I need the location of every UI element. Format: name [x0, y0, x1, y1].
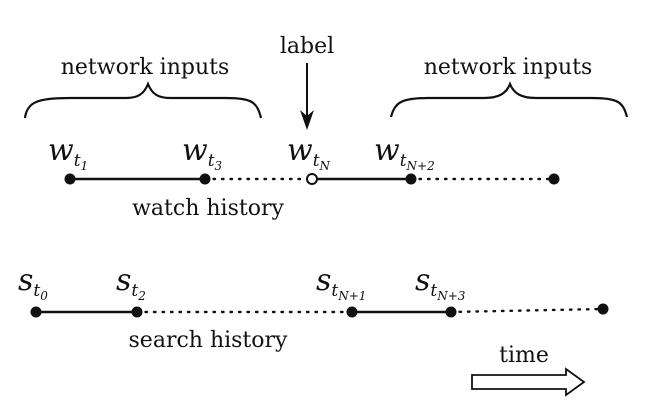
watch-label-2: wt3 — [182, 133, 223, 173]
watch-node-end — [548, 173, 560, 185]
search-dotted-2 — [449, 307, 605, 314]
search-label-3: stN+1 — [316, 263, 366, 303]
watch-label-4: wtN+2 — [374, 133, 435, 173]
watch-node-4 — [405, 173, 417, 185]
search-node-end — [597, 303, 609, 315]
search-node-3 — [346, 306, 358, 318]
search-label-1: st0 — [18, 263, 48, 303]
right-brace — [389, 81, 629, 118]
search-node-4 — [445, 306, 457, 318]
left-brace — [23, 81, 263, 119]
label-arrow-head — [300, 110, 314, 130]
watch-history-label: watch history — [132, 196, 284, 221]
time-arrow-icon — [471, 367, 586, 397]
search-node-2 — [131, 306, 143, 318]
watch-node-label — [306, 173, 318, 185]
network-inputs-left-label: network inputs — [61, 55, 230, 80]
watch-label-3: wtN — [287, 133, 331, 173]
network-inputs-right-label: network inputs — [424, 55, 593, 80]
watch-node-2 — [199, 173, 211, 185]
watch-label-1: wt1 — [48, 133, 88, 173]
search-node-1 — [30, 306, 42, 318]
search-history-label: search history — [129, 328, 289, 353]
label-text: label — [280, 34, 334, 59]
watch-node-1 — [64, 173, 76, 185]
search-label-4: stN+3 — [415, 263, 466, 303]
search-label-2: st2 — [116, 263, 146, 303]
time-label: time — [499, 343, 549, 368]
